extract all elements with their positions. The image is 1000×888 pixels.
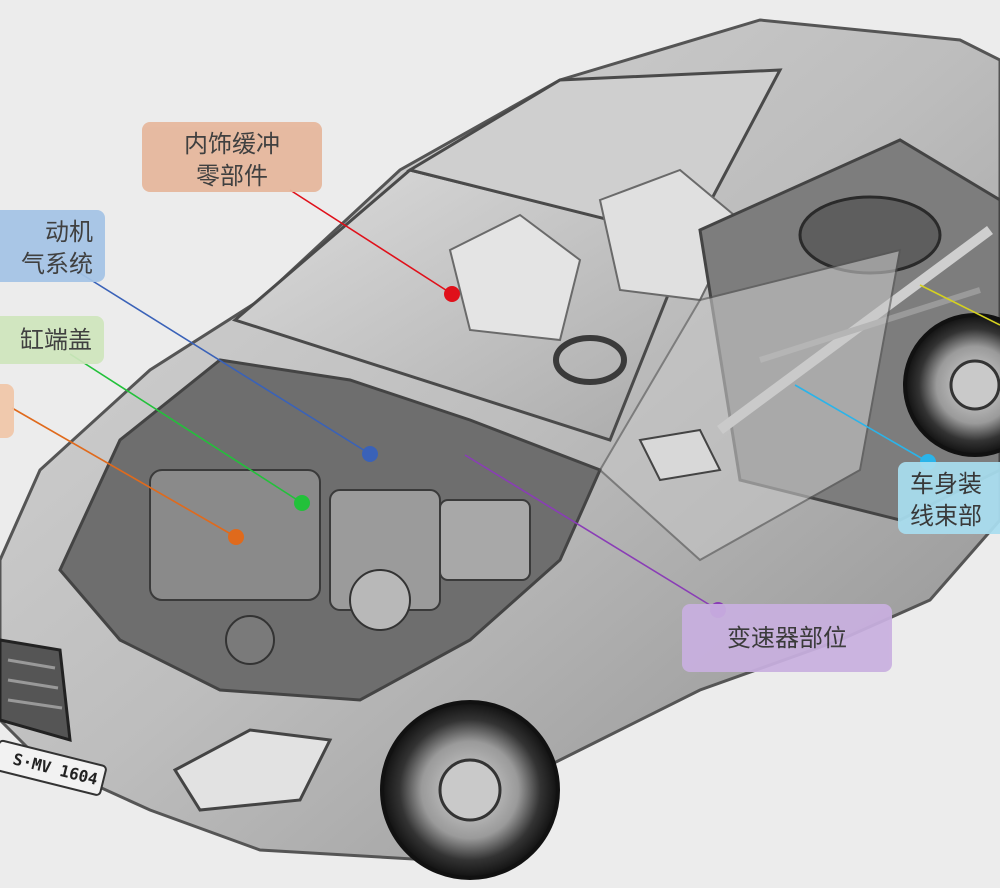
leader-line-interior (289, 189, 453, 295)
leader-line-yellow (919, 284, 1000, 326)
marker-dot-orange (228, 529, 244, 545)
marker-dot-cover (294, 495, 310, 511)
leader-line-engine (74, 269, 371, 455)
leader-line-transmission (464, 454, 719, 611)
callout-cylinder-cover: 缸端盖 (0, 316, 104, 364)
callout-transmission: 变速器部位 (682, 604, 892, 672)
callout-body-wiring: 车身装 线束部 (898, 462, 1000, 534)
leader-line-body (794, 384, 929, 463)
callout-orange-partial (0, 384, 14, 438)
rear-wheel (903, 313, 1000, 457)
marker-dot-engine (362, 446, 378, 462)
leader-lines (11, 189, 1000, 611)
marker-dot-interior (444, 286, 460, 302)
leader-line-orange (11, 407, 237, 538)
callout-engine-system: 动机 气系统 (0, 210, 105, 282)
leader-line-cover (69, 353, 303, 504)
front-wheel (380, 700, 560, 880)
callout-interior-parts: 内饰缓冲 零部件 (142, 122, 322, 192)
